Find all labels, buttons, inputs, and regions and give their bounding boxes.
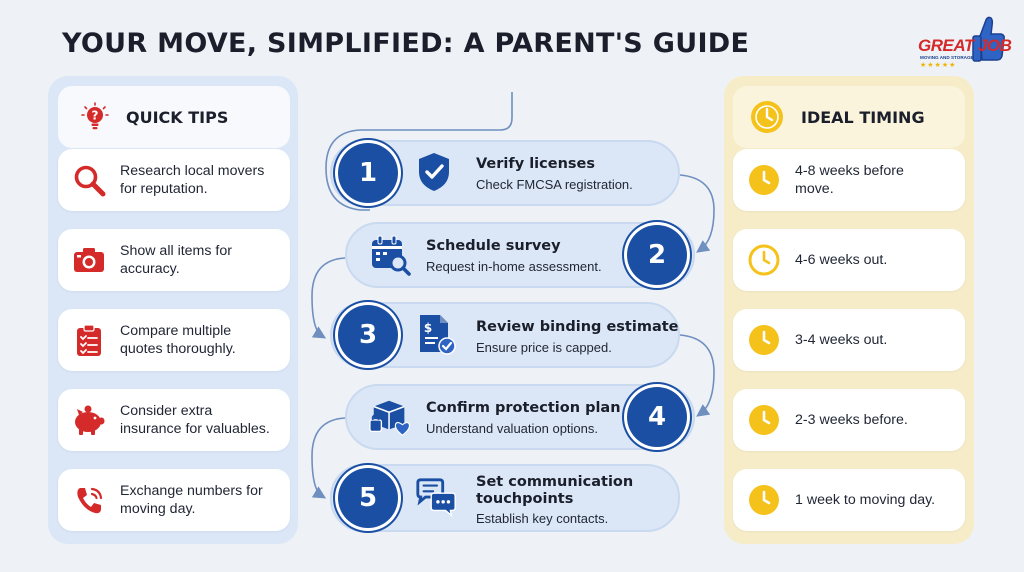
page-title: YOUR MOVE, SIMPLIFIED: A PARENT'S GUIDE — [62, 28, 750, 59]
step-description: Request in-home assessment. — [426, 259, 602, 274]
step-description: Ensure price is capped. — [476, 340, 612, 355]
clock-icon — [747, 483, 781, 517]
thumbs-up-icon — [972, 16, 1005, 62]
clipboard-checklist-icon — [72, 323, 106, 357]
timing-text: 2-3 weeks before. — [795, 412, 908, 428]
piggy-bank-icon — [72, 403, 106, 437]
tip-text: Show all items for accuracy. — [120, 243, 232, 277]
clock-icon — [747, 403, 781, 437]
calendar-search-icon — [368, 233, 412, 277]
brand-name: GREAT JOB — [918, 36, 1012, 55]
step-number-badge: 5 — [338, 468, 398, 528]
tip-card: Consider extra insurance for valuables. — [58, 389, 290, 451]
svg-text:?: ? — [92, 109, 99, 123]
brand-logo: GREAT JOB MOVING AND STORAGE ★★★★★ — [908, 10, 1012, 74]
tip-text: Consider extra insurance for valuables. — [120, 403, 270, 437]
timing-card: 3-4 weeks out. — [733, 309, 965, 371]
timing-card: 2-3 weeks before. — [733, 389, 965, 451]
timing-card: 4-6 weeks out. — [733, 229, 965, 291]
step-description: Understand valuation options. — [426, 421, 599, 436]
ideal-timing-heading: IDEAL TIMING — [801, 107, 925, 127]
phone-icon — [72, 483, 106, 517]
step-description: Establish key contacts. — [476, 511, 609, 526]
shield-check-icon — [412, 150, 456, 194]
step-number-badge: 1 — [338, 143, 398, 203]
tip-card: Research local movers for reputation. — [58, 149, 290, 211]
quick-tips-header: ? QUICK TIPS — [58, 86, 290, 148]
timing-card: 1 week to moving day. — [733, 469, 965, 531]
step-number-badge: 3 — [338, 305, 398, 365]
quick-tips-panel: ? QUICK TIPS Research local movers for r… — [48, 76, 298, 544]
lightbulb-icon: ? — [80, 102, 110, 132]
magnifier-icon — [72, 163, 106, 197]
clock-icon — [747, 163, 781, 197]
step-title: Confirm protection plan — [426, 400, 621, 416]
tip-text: Exchange numbers for moving day. — [120, 483, 263, 517]
brand-tagline: MOVING AND STORAGE — [920, 55, 974, 60]
timing-text: 3-4 weeks out. — [795, 332, 888, 348]
step-title: Schedule survey — [426, 238, 561, 254]
clock-icon — [747, 243, 781, 277]
step-title: Set communication touchpoints — [476, 474, 634, 507]
step-number-badge: 2 — [627, 225, 687, 285]
chat-bubbles-icon — [414, 476, 458, 520]
tip-card: Show all items for accuracy. — [58, 229, 290, 291]
ideal-timing-panel: IDEAL TIMING 4-8 weeks before move. 4-6 … — [724, 76, 974, 544]
step-number-badge: 4 — [627, 387, 687, 447]
camera-icon — [72, 243, 106, 277]
step-description: Check FMCSA registration. — [476, 177, 633, 192]
clock-icon — [749, 99, 785, 135]
timing-text: 4-8 weeks before move. — [795, 163, 904, 197]
step-title: Verify licenses — [476, 156, 595, 172]
document-dollar-icon: $ — [414, 312, 458, 356]
quick-tips-heading: QUICK TIPS — [126, 107, 229, 127]
timing-text: 4-6 weeks out. — [795, 252, 888, 268]
boxes-protection-icon — [368, 396, 412, 440]
step-title: Review binding estimate — [476, 319, 679, 335]
tip-text: Compare multiple quotes thoroughly. — [120, 323, 236, 357]
tip-card: Compare multiple quotes thoroughly. — [58, 309, 290, 371]
ideal-timing-header: IDEAL TIMING — [733, 86, 965, 148]
brand-stars: ★★★★★ — [920, 62, 957, 69]
tip-card: Exchange numbers for moving day. — [58, 469, 290, 531]
tip-text: Research local movers for reputation. — [120, 163, 265, 197]
timing-text: 1 week to moving day. — [795, 492, 936, 508]
svg-text:$: $ — [424, 321, 432, 335]
timing-card: 4-8 weeks before move. — [733, 149, 965, 211]
clock-icon — [747, 323, 781, 357]
